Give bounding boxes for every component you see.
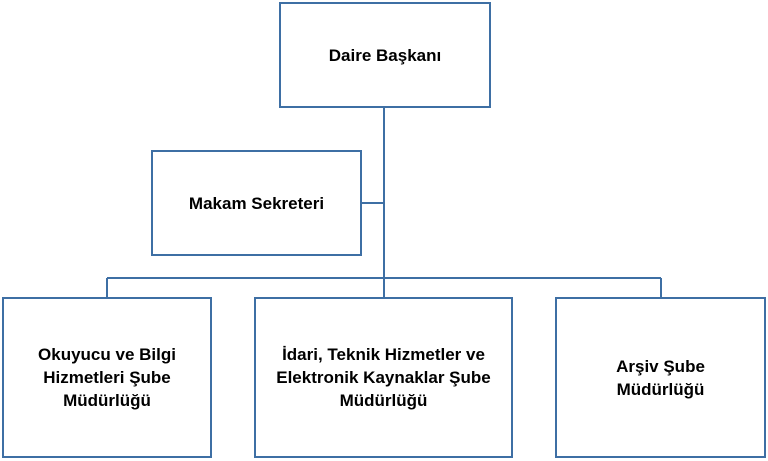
node-label: İdari, Teknik Hizmetler ve Elektronik Ka… (276, 345, 491, 410)
node-daire-baskani: Daire Başkanı (279, 2, 491, 108)
node-okuyucu-bilgi-hizmetleri: Okuyucu ve Bilgi Hizmetleri Şube Müdürlü… (2, 297, 212, 458)
node-label: Daire Başkanı (328, 45, 442, 65)
node-makam-sekreteri: Makam Sekreteri (151, 150, 362, 256)
node-idari-teknik-hizmetler: İdari, Teknik Hizmetler ve Elektronik Ka… (254, 297, 513, 458)
node-label: Okuyucu ve Bilgi Hizmetleri Şube Müdürlü… (38, 345, 176, 410)
node-label: Arşiv Şube Müdürlüğü (616, 356, 705, 399)
node-arsiv-sube: Arşiv Şube Müdürlüğü (555, 297, 766, 458)
node-label: Makam Sekreteri (188, 193, 325, 213)
